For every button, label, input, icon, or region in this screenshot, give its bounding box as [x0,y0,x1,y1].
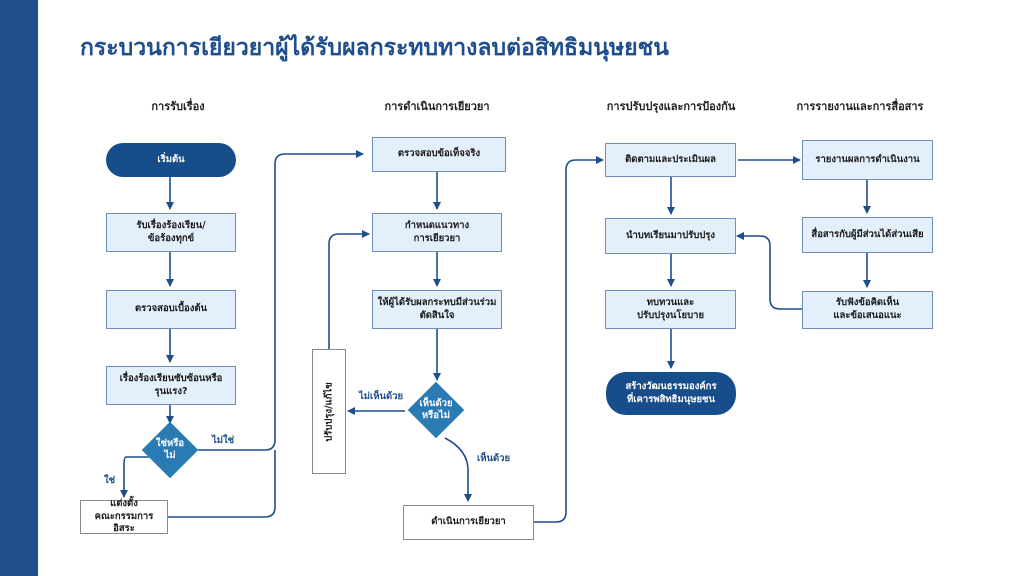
revise-label: ปรับปรุง/แก้ไข [323,381,335,442]
edge-label-no: ไม่ใช่ [212,435,235,446]
stakeholder-participation-box: ให้ผู้ได้รับผลกระทบมีส่วนร่วม ตัดสินใจ [372,290,502,329]
receive-complaint-box: รับเรื่องร้องเรียน/ ข้อร้องทุกข์ [106,213,236,252]
revise-box: ปรับปรุง/แก้ไข [312,349,346,474]
complexity-check-box: เรื่องร้องเรียนซับซ้อนหรือ รุนแรง? [106,366,236,405]
verify-facts-box: ตรวจสอบข้อเท็จจริง [372,137,506,172]
edge-feedback-lessons [736,232,802,310]
policy-review-box: ทบทวนและ ปรับปรุงนโยบาย [605,290,736,329]
remedy-guideline-box: กำหนดแนวทาง การเยียวยา [372,213,502,252]
implement-remedy-box: ดำเนินการเยียวยา [403,505,534,540]
edge-decision2-implement [444,437,472,502]
column-heading-intake: การรับเรื่อง [151,100,205,113]
left-accent-bar [0,0,38,576]
preliminary-check-box: ตรวจสอบเบื้องต้น [106,290,236,329]
edge-label-yes: ใช่ [104,475,116,486]
lessons-learned-box: นำบทเรียนมาปรับปรุง [605,218,736,254]
culture-end-node: สร้างวัฒนธรรมองค์กร ที่เคารพสิทธิมนุษยชน [606,372,736,415]
report-results-box: รายงานผลการดำเนินงาน [802,140,933,180]
column-heading-remediation: การดำเนินการเยียวยา [384,100,490,113]
receive-feedback-box: รับฟังข้อคิดเห็น และข้อเสนอแนะ [802,291,933,329]
edge-label-disagree: ไม่เห็นด้วย [359,391,404,402]
edge-implement-monitor [534,156,604,523]
edge-decision1-verify [198,150,364,451]
edge-decision1-committee [120,456,149,498]
decision-agree-label: เห็นด้วย หรือไม่ [419,397,453,421]
decision-yes-no-label: ใช่หรือ ไม่ [155,437,185,461]
edge-revise-guideline [328,230,370,349]
edge-committee-verify [168,450,276,518]
appoint-committee-box: แต่งตั้ง คณะกรรมการอิสระ [80,498,168,534]
column-heading-reporting: การรายงานและการสื่อสาร [796,100,924,113]
start-node: เริ่มต้น [106,143,236,177]
edge-label-agree: เห็นด้วย [477,453,511,464]
communicate-stakeholders-box: สื่อสารกับผู้มีส่วนได้ส่วนเสีย [802,217,933,253]
column-heading-improvement: การปรับปรุงและการป้องกัน [606,100,736,113]
page-title: กระบวนการเยียวยาผู้ได้รับผลกระทบทางลบต่อ… [80,35,669,61]
monitor-evaluate-box: ติดตามและประเมินผล [605,143,736,177]
